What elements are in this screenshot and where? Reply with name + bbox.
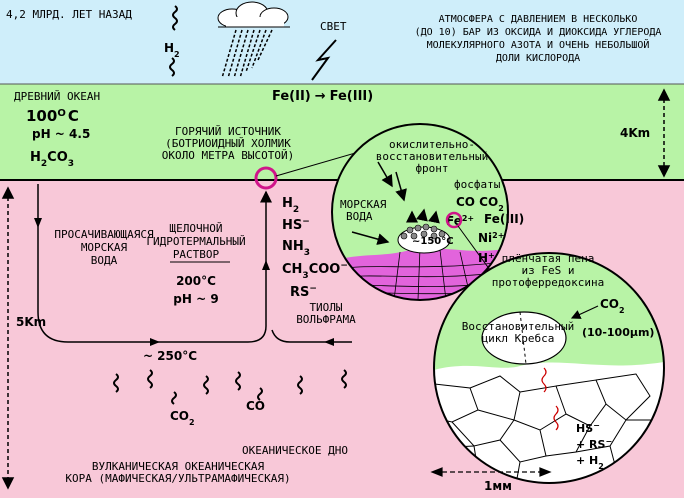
inset1-border <box>331 123 509 301</box>
svg-text:ТИОЛЫ: ТИОЛЫ <box>309 301 342 314</box>
crust-label: ВУЛКАНИЧЕСКАЯ ОКЕАНИЧЕСКАЯ КОРА (МАФИЧЕС… <box>65 460 290 485</box>
iron-oxidation: Fe(II)→Fe(III) <box>272 89 373 104</box>
h2-wiggle-lower-icon <box>169 57 175 77</box>
svg-text:(БОТРИОИДНЫЙ ХОЛМИК: (БОТРИОИДНЫЙ ХОЛМИК <box>165 137 291 150</box>
phosphates-label: фосфаты <box>454 178 501 191</box>
svg-text:ГОРЯЧИЙ ИСТОЧНИК: ГОРЯЧИЙ ИСТОЧНИК <box>175 125 281 138</box>
ocean-ph: pH ~ 4.5 <box>32 127 90 141</box>
redox-front-label: окислительно- восстановительный фронт <box>376 138 489 175</box>
co2-arrow <box>570 305 599 319</box>
side-flow-arrowhead <box>324 338 334 346</box>
temp-150: ~150°C <box>412 236 454 247</box>
svg-text:ЩЕЛОЧНОЙ: ЩЕЛОЧНОЙ <box>170 222 223 235</box>
tungsten-thiols-label: ТИОЛЫ ВОЛЬФРАМА <box>296 301 356 326</box>
scale-bar-label: 1мм <box>484 479 512 493</box>
alkaline-solution-label: ЩЕЛОЧНОЙ ГИДРОТЕРМАЛЬНЫЙ РАСТВОР <box>146 222 245 261</box>
inset2-border <box>433 252 665 484</box>
svg-text:ВОДА: ВОДА <box>346 210 373 223</box>
krebs-cycle-label: Восстановительный цикл Кребса <box>462 320 575 345</box>
h2-label: + H2 <box>576 454 604 471</box>
crust-depth-label: 5Km <box>16 315 46 329</box>
ph-9: pH ~ 9 <box>173 292 218 306</box>
ocean-floor-label: ОКЕАНИЧЕСКОЕ ДНО <box>242 444 348 457</box>
svg-text:ГИДРОТЕРМАЛЬНЫЙ: ГИДРОТЕРМАЛЬНЫЙ <box>146 235 245 248</box>
atmosphere-text: АТМОСФЕРА С ДАВЛЕНИЕМ В НЕСКОЛЬКО (ДО 10… <box>415 14 662 64</box>
seepage-down-arrowhead <box>34 218 42 228</box>
scale-bar <box>430 467 552 477</box>
svg-text:восстановительный: восстановительный <box>376 150 489 163</box>
rising-gas-wiggles <box>113 369 347 405</box>
co2-label: CO2 <box>170 409 195 427</box>
svg-text:ОКОЛО МЕТРА ВЫСОТОЙ): ОКОЛО МЕТРА ВЫСОТОЙ) <box>162 149 294 162</box>
svg-text:МОЛЕКУЛЯРНОГО АЗОТА И ОЧЕНЬ НЕ: МОЛЕКУЛЯРНОГО АЗОТА И ОЧЕНЬ НЕБОЛЬШОЙ <box>427 38 650 51</box>
svg-text:ВОДА: ВОДА <box>91 254 118 267</box>
light-label: СВЕТ <box>320 20 347 33</box>
vent-marker-ring <box>254 166 278 190</box>
ocean-depth-arrow <box>657 88 671 178</box>
inset-foam <box>434 253 664 483</box>
inset1-connector <box>457 225 491 271</box>
vent-title: ГОРЯЧИЙ ИСТОЧНИК (БОТРИОИДНЫЙ ХОЛМИК ОКО… <box>162 125 294 162</box>
rs-label: + RS− <box>576 437 612 452</box>
svg-text:окислительно-: окислительно- <box>389 138 475 151</box>
fe3-label: Fe(III) <box>484 212 524 226</box>
svg-text:цикл Кребса: цикл Кребса <box>482 332 555 345</box>
svg-text:АТМОСФЕРА С ДАВЛЕНИЕМ В НЕСКОЛ: АТМОСФЕРА С ДАВЛЕНИЕМ В НЕСКОЛЬКО <box>439 14 638 25</box>
inset1-arrows <box>351 161 440 245</box>
co-label: CO <box>246 399 265 413</box>
svg-text:МОРСКАЯ: МОРСКАЯ <box>81 241 128 254</box>
ocean-depth-label: 4Km <box>620 126 650 140</box>
date-label: 4,2 МЛРД. ЛЕТ НАЗАД <box>6 8 132 21</box>
co-co2-label: CO CO2 <box>456 195 504 213</box>
ocean-title: ДРЕВНИЙ ОКЕАН <box>14 90 100 103</box>
seepage-label: ПРОСАЧИВАЮЩАЯСЯ МОРСКАЯ ВОДА <box>54 228 154 267</box>
svg-text:(ДО 10) БАР ИЗ ОКСИДА И ДИОКСИ: (ДО 10) БАР ИЗ ОКСИДА И ДИОКСИДА УГЛЕРОД… <box>415 27 662 38</box>
svg-text:ВОЛЬФРАМА: ВОЛЬФРАМА <box>296 313 356 326</box>
rain-streaks <box>221 29 273 79</box>
side-flow-path <box>271 329 352 343</box>
co2-inset2: CO2 <box>600 297 625 315</box>
svg-text:NH3: NH3 <box>282 239 310 258</box>
temp-250: ~ 250°C <box>143 349 197 363</box>
rain-cloud-icon <box>217 1 290 28</box>
h2-rising-wiggle-icon <box>172 5 178 31</box>
lightning-icon <box>311 39 337 81</box>
svg-text:фронт: фронт <box>415 162 448 175</box>
svg-text:плёнчатая пена: плёнчатая пена <box>502 252 595 265</box>
inset1-marker-ring <box>445 211 463 229</box>
flow-right-arrowhead <box>150 338 160 346</box>
svg-text:МОРСКАЯ: МОРСКАЯ <box>340 198 387 211</box>
temp-200: 200°C <box>176 274 216 288</box>
foam-label: плёнчатая пена из FeS и протоферредоксин… <box>492 252 605 289</box>
size-label: (10-100μm) <box>582 326 654 339</box>
svg-text:из FeS и: из FeS и <box>522 264 575 277</box>
svg-text:ВУЛКАНИЧЕСКАЯ ОКЕАНИЧЕСКАЯ: ВУЛКАНИЧЕСКАЯ ОКЕАНИЧЕСКАЯ <box>92 460 265 473</box>
sky-band <box>0 0 684 84</box>
svg-text:ДОЛИ КИСЛОРОДА: ДОЛИ КИСЛОРОДА <box>496 53 580 64</box>
flow-up-arrowhead <box>262 260 270 270</box>
svg-text:Восстановительный: Восстановительный <box>462 320 575 333</box>
ocean-band <box>0 84 684 180</box>
svg-text:протоферредоксина: протоферредоксина <box>492 276 605 289</box>
svg-text:CH3COO−: CH3COO− <box>282 261 348 281</box>
crust-depth-arrow <box>1 186 15 490</box>
sea-water-label: МОРСКАЯ ВОДА <box>340 198 387 223</box>
svg-text:КОРА (МАФИЧЕСКАЯ/УЛЬТРАМАФИЧЕС: КОРА (МАФИЧЕСКАЯ/УЛЬТРАМАФИЧЕСКАЯ) <box>65 472 290 485</box>
svg-text:ПРОСАЧИВАЮЩАЯСЯ: ПРОСАЧИВАЮЩАЯСЯ <box>54 228 154 241</box>
svg-text:РАСТВОР: РАСТВОР <box>173 248 220 261</box>
